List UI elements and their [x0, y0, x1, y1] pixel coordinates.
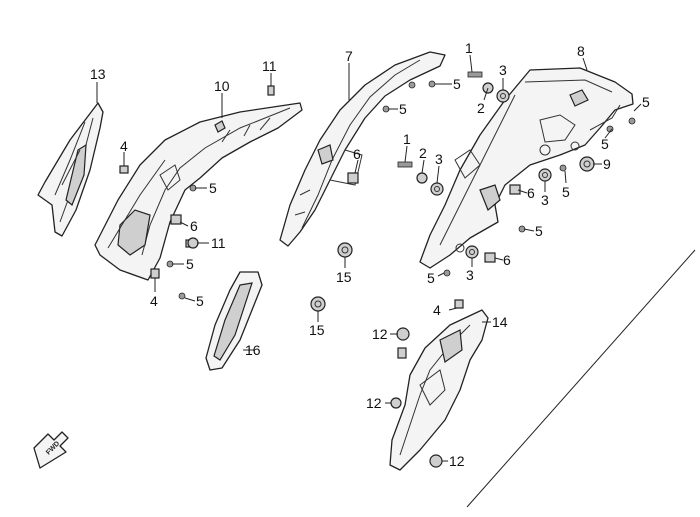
callout-5-lower: 5: [427, 270, 435, 286]
callout-2-mid: 2: [419, 145, 427, 161]
callout-3-lower: 3: [466, 267, 474, 283]
callout-4-lower-left: 4: [150, 293, 158, 309]
leader-lines: [96, 54, 642, 462]
callout-3-mid: 3: [435, 151, 443, 167]
callout-7: 7: [345, 48, 353, 64]
callout-9: 9: [603, 156, 611, 172]
part-8-right-body-panel: [419, 67, 634, 269]
callout-5-right-2: 5: [601, 136, 609, 152]
callout-1-top: 1: [465, 40, 473, 56]
callout-11-top: 11: [262, 58, 277, 74]
callout-6-left: 6: [190, 218, 198, 234]
callout-8: 8: [577, 43, 585, 59]
part-7-center-panel: [279, 51, 446, 247]
callout-10: 10: [214, 78, 230, 94]
callout-3-right: 3: [541, 192, 549, 208]
part-13-grille: [37, 102, 104, 237]
callout-12-mid: 12: [366, 395, 382, 411]
callout-5-right-top: 5: [642, 94, 650, 110]
callout-15-top: 15: [336, 269, 352, 285]
callout-14: 14: [492, 314, 508, 330]
callout-6-lower: 6: [503, 252, 511, 268]
callout-labels: 13 10 11 4 5 6 11 5 4 5 7 5 5 6 15 15 16…: [90, 40, 650, 469]
callout-2-top: 2: [477, 100, 485, 116]
callout-4-left: 4: [120, 138, 128, 154]
callout-5-right-3: 5: [562, 184, 570, 200]
callout-12-top: 12: [372, 326, 388, 342]
callout-4-right: 4: [433, 302, 441, 318]
forward-direction-arrow: FWD: [33, 431, 69, 469]
callout-15-bottom: 15: [309, 322, 325, 338]
callout-5-left-1: 5: [209, 180, 217, 196]
callout-5-left-2: 5: [186, 256, 194, 272]
callout-3-top: 3: [499, 62, 507, 78]
callout-13: 13: [90, 66, 106, 82]
callout-16: 16: [245, 342, 261, 358]
callout-1-mid: 1: [403, 131, 411, 147]
part-16-lower-strip: [205, 271, 263, 371]
callout-5-center-1: 5: [399, 101, 407, 117]
callout-5-center-2: 5: [453, 76, 461, 92]
callout-6-center: 6: [353, 146, 361, 162]
callout-6-right: 6: [527, 185, 535, 201]
callout-11-left: 11: [211, 235, 226, 251]
callout-5-left-3: 5: [196, 293, 204, 309]
part-14-lower-front-panel: [389, 309, 489, 471]
frame-diagonal-line: [466, 249, 696, 508]
callout-12-bottom: 12: [449, 453, 465, 469]
part-10-left-panel: [94, 102, 303, 281]
callout-5-right-4: 5: [535, 223, 543, 239]
fwd-arrow-icon: [33, 431, 69, 469]
